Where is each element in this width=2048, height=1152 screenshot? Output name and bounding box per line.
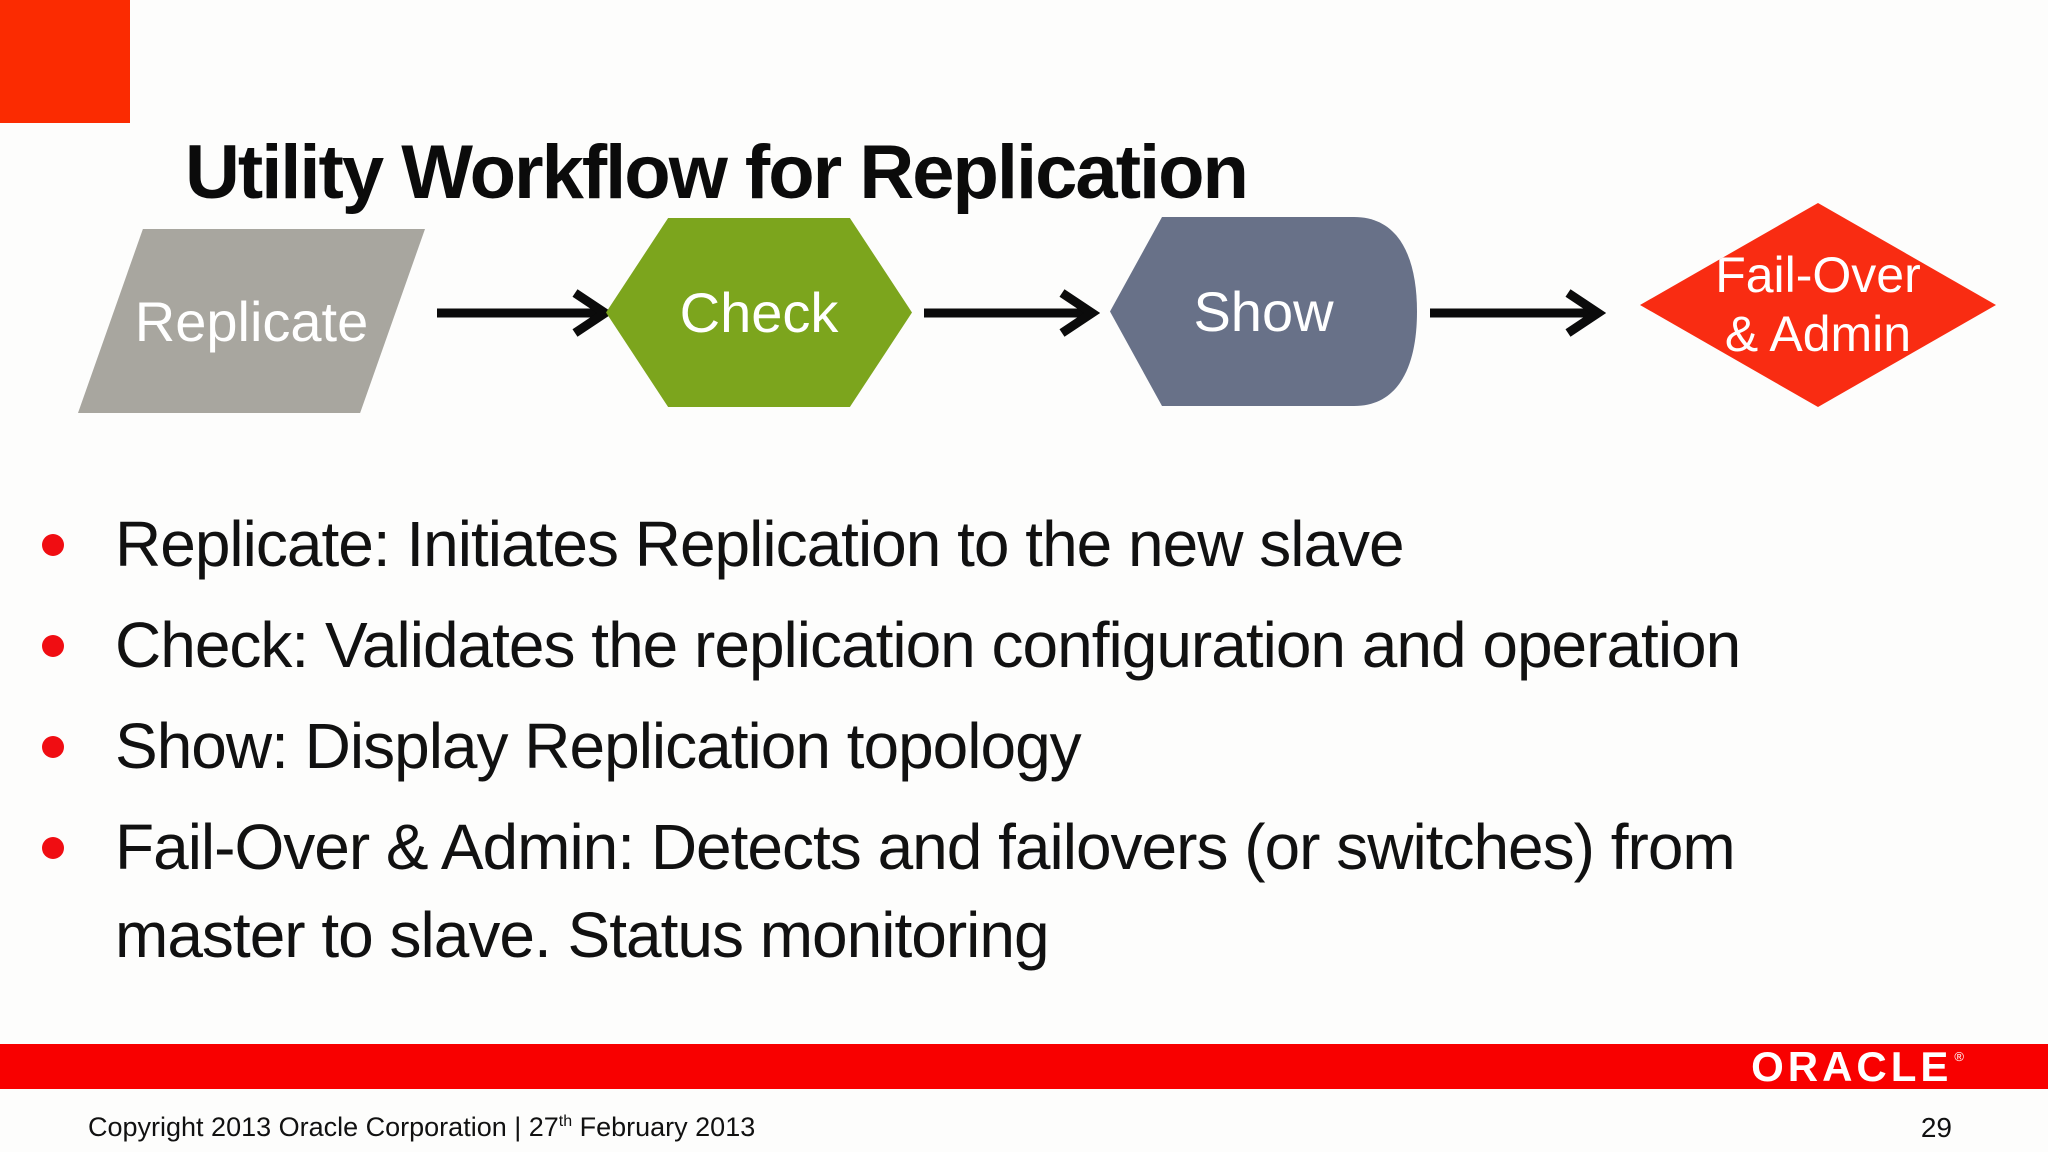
bullet-item-show: Show: Display Replication topology bbox=[36, 702, 1936, 790]
footer-copyright: Copyright 2013 Oracle Corporation | 27th… bbox=[88, 1112, 755, 1143]
oracle-logo: ORACLE ® bbox=[1751, 1042, 1964, 1090]
bullet-text: Replicate: Initiates Replication to the … bbox=[115, 508, 1405, 580]
copyright-prefix: Copyright 2013 Oracle Corporation | 27 bbox=[88, 1112, 559, 1142]
copyright-superscript: th bbox=[558, 1113, 573, 1130]
page-title: Utility Workflow for Replication bbox=[185, 129, 1249, 215]
workflow-step-check: Check bbox=[606, 218, 912, 407]
workflow-step-failover-admin-label: Fail-Over & Admin bbox=[1715, 246, 1921, 364]
footer-accent-bar: ORACLE ® bbox=[0, 1042, 2048, 1090]
failover-label-line1: Fail-Over bbox=[1715, 247, 1921, 303]
registered-trademark-icon: ® bbox=[1954, 1049, 1964, 1064]
flow-arrow-icon bbox=[1426, 285, 1606, 341]
bullet-text-line1: Fail-Over & Admin: Detects and failovers… bbox=[115, 811, 1736, 883]
bullet-dot-icon bbox=[42, 534, 64, 556]
workflow-step-show-label: Show bbox=[1193, 280, 1334, 343]
bullet-item-check: Check: Validates the replication configu… bbox=[36, 601, 1936, 689]
bullet-dot-icon bbox=[42, 736, 64, 758]
bullet-text: Check: Validates the replication configu… bbox=[115, 609, 1741, 681]
bullet-list: Replicate: Initiates Replication to the … bbox=[36, 500, 1936, 992]
oracle-logo-text: ORACLE bbox=[1751, 1042, 1953, 1090]
bullet-dot-icon bbox=[42, 635, 64, 657]
workflow-step-check-label: Check bbox=[679, 281, 839, 344]
bullet-item-replicate: Replicate: Initiates Replication to the … bbox=[36, 500, 1936, 588]
bullet-dot-icon bbox=[42, 837, 64, 859]
page-number: 29 bbox=[1920, 1112, 1952, 1143]
rounded-pentagon-shape bbox=[1110, 217, 1417, 406]
copyright-suffix: February 2013 bbox=[572, 1112, 756, 1142]
workflow-step-replicate-label: Replicate bbox=[134, 289, 369, 353]
bullet-text: Show: Display Replication topology bbox=[115, 710, 1082, 782]
corner-accent-square bbox=[0, 0, 130, 123]
flow-arrow-icon bbox=[920, 285, 1100, 341]
failover-label-line2: & Admin bbox=[1724, 306, 1912, 362]
bullet-text-line2: master to slave. Status monitoring bbox=[115, 899, 1050, 971]
workflow-step-show: Show bbox=[1110, 217, 1417, 406]
bullet-item-failover: Fail-Over & Admin: Detects and failovers… bbox=[36, 803, 1936, 979]
flow-arrow-icon bbox=[433, 285, 613, 341]
workflow-step-failover-admin: Fail-Over & Admin bbox=[1640, 203, 1996, 407]
workflow-step-replicate: Replicate bbox=[78, 229, 425, 413]
